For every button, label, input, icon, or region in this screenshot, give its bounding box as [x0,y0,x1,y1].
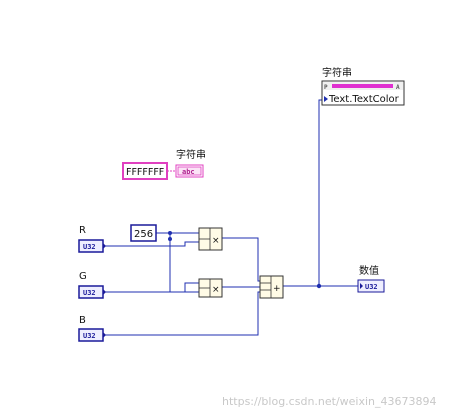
junction-dot [168,237,172,241]
string-indicator[interactable]: abc [175,164,204,178]
g-type: U32 [83,289,96,297]
junction-dot [316,283,322,289]
add-symbol: + [273,284,281,294]
string-indicator-label: 字符串 [176,148,206,161]
wire-r [104,241,199,247]
r-control[interactable]: U32 [78,239,106,253]
wires [104,99,358,336]
b-label: B [79,315,86,326]
g-label: G [79,271,87,282]
multiply-node-2[interactable]: × [198,278,223,298]
property-header-letter-p: P [324,84,328,91]
wire-g [104,282,199,293]
r-label: R [79,225,86,236]
string-indicator-text: abc [182,168,195,176]
string-constant-value: FFFFFFF [126,167,164,178]
property-node[interactable]: 字符串 P A Text.TextColor [321,66,405,106]
r-type: U32 [83,243,96,251]
multiply-node-1[interactable]: × [198,227,223,251]
property-item-text: Text.TextColor [328,94,400,105]
wire-mul1-out [222,237,260,282]
numeric-indicator-type: U32 [365,283,378,291]
multiply-1-symbol: × [212,236,220,246]
b-control[interactable]: U32 [78,328,106,342]
property-input-arrow [324,96,328,102]
property-node-label: 字符串 [322,66,352,79]
property-header-letter-a: A [396,84,400,91]
property-color-bar [332,84,393,88]
wire-b [104,291,260,336]
g-control[interactable]: U32 [78,285,106,299]
string-constant[interactable]: FFFFFFF [122,162,168,180]
numeric-indicator[interactable]: U32 [357,279,385,293]
wire-to-property [318,99,323,286]
numeric-constant-256[interactable]: 256 [130,224,157,242]
numeric-constant-value: 256 [134,229,153,240]
add-node[interactable]: + [259,275,284,299]
watermark: https://blog.csdn.net/weixin_43673894 [222,395,437,408]
b-type: U32 [83,332,96,340]
multiply-2-symbol: × [212,285,220,295]
numeric-indicator-label: 数值 [359,264,379,277]
junction-dot [168,231,172,235]
